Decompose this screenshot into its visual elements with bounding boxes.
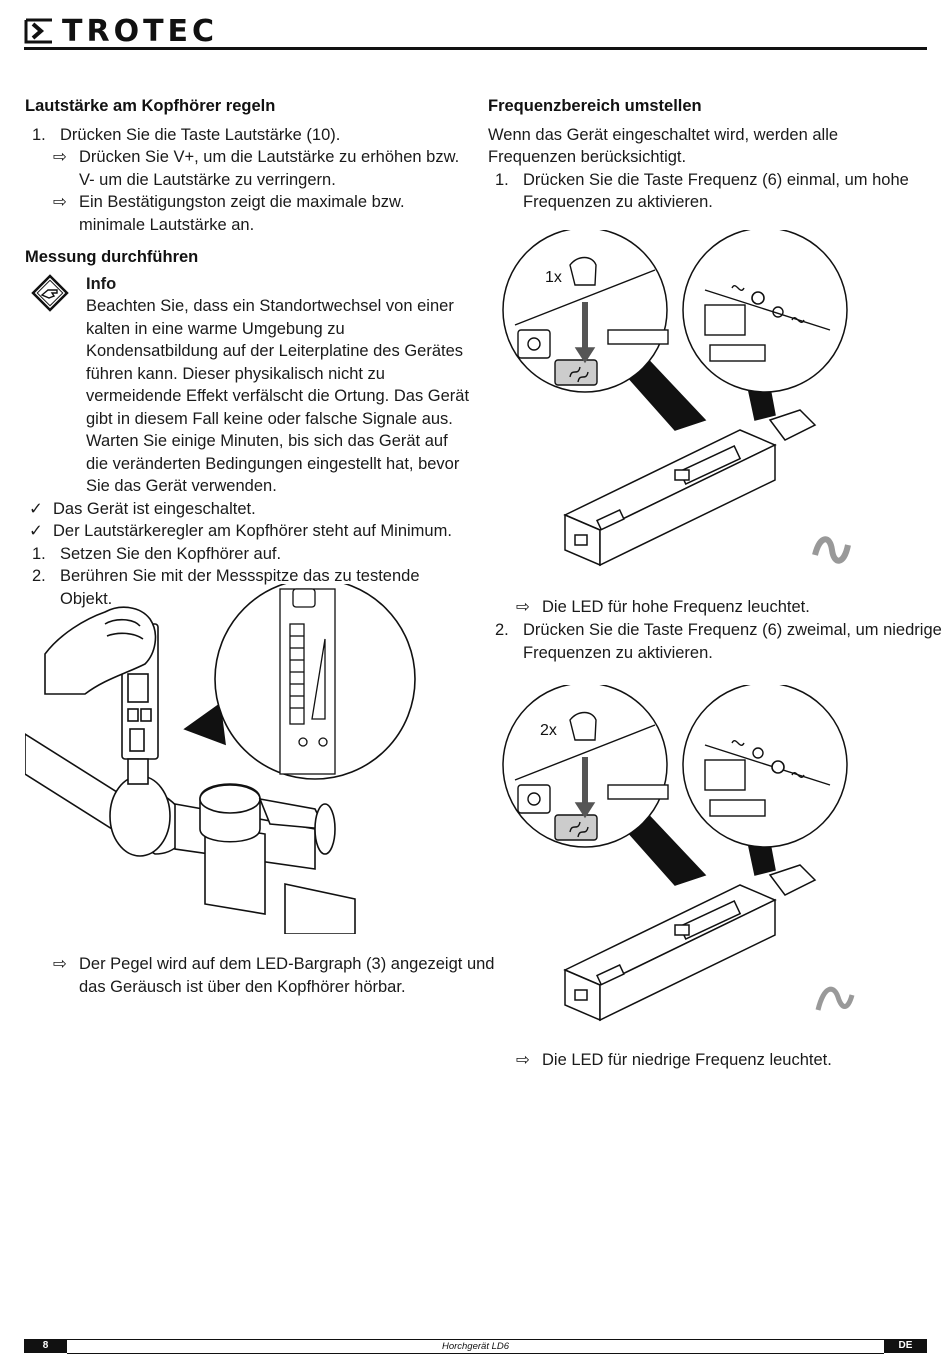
left-column: Lautstärke am Kopfhörer regeln 1. Drücke… — [25, 95, 470, 610]
frequency-intro: Wenn das Gerät eingeschaltet wird, werde… — [488, 125, 839, 167]
press-count-label: 1x — [545, 269, 562, 286]
step-item: 1. Setzen Sie den Kopfhörer auf. — [32, 544, 282, 563]
language-code: DE — [884, 1339, 927, 1353]
result-arrow-icon: ⇨ — [53, 193, 67, 211]
result-arrow-icon: ⇨ — [53, 148, 67, 166]
high-frequency-illustration: 1x — [502, 230, 851, 567]
hand-pointer-diamond-icon — [31, 273, 69, 312]
check-icon: ✓ — [29, 522, 43, 540]
chevron-box-icon — [24, 18, 52, 44]
result-item: ⇨ Der Pegel wird auf dem LED-Bargraph (3… — [53, 955, 495, 996]
measurement-illustration — [25, 584, 416, 934]
result-item: ⇨ Ein Bestätigungston zeigt die maximale… — [53, 193, 405, 234]
precondition-item: ✓ Das Gerät ist eingeschaltet. — [25, 498, 470, 521]
brand-logo: TROTEC — [62, 14, 219, 49]
high-frequency-icon — [812, 536, 851, 564]
info-text: Beachten Sie, dass ein Standortwechsel v… — [86, 297, 470, 495]
page-footer: 8 Horchgerät LD6 DE — [24, 1339, 927, 1354]
step-item: 1. Drücken Sie die Taste Frequenz (6) ei… — [495, 170, 909, 212]
result-arrow-icon: ⇨ — [516, 1051, 530, 1069]
press-count-label: 2x — [540, 722, 557, 739]
low-frequency-illustration: 2x — [502, 685, 855, 1022]
section-title-measure: Messung durchführen — [25, 248, 199, 266]
section-title-volume: Lautstärke am Kopfhörer regeln — [25, 97, 276, 115]
header-rule — [24, 47, 927, 50]
step-item: 1. Drücken Sie die Taste Lautstärke (10)… — [32, 125, 341, 144]
check-icon: ✓ — [29, 499, 43, 518]
page-number: 8 — [24, 1339, 67, 1353]
right-column: Frequenzbereich umstellen Wenn das Gerät… — [488, 95, 928, 214]
result-arrow-icon: ⇨ — [53, 955, 67, 973]
result-item: ⇨ Die LED für hohe Frequenz leuchtet. — [488, 596, 950, 619]
section-title-frequency: Frequenzbereich umstellen — [488, 97, 702, 115]
result-item: ⇨ Drücken Sie V+, um die Lautstärke zu e… — [53, 148, 460, 189]
info-box: Info Beachten Sie, dass ein Standortwech… — [25, 273, 470, 498]
info-title: Info — [86, 274, 117, 293]
low-frequency-icon — [815, 986, 855, 1011]
document-title: Horchgerät LD6 — [67, 1339, 884, 1354]
result-arrow-icon: ⇨ — [516, 598, 530, 616]
step-item: 2. Berühren Sie mit der Messspitze das z… — [32, 567, 420, 608]
page-header: TROTEC — [24, 14, 927, 54]
step-item: 2. Drücken Sie die Taste Frequenz (6) zw… — [495, 621, 942, 662]
result-item: ⇨ Die LED für niedrige Frequenz leuchtet… — [488, 1049, 950, 1072]
precondition-item: ✓ Der Lautstärkeregler am Kopfhörer steh… — [25, 520, 470, 543]
